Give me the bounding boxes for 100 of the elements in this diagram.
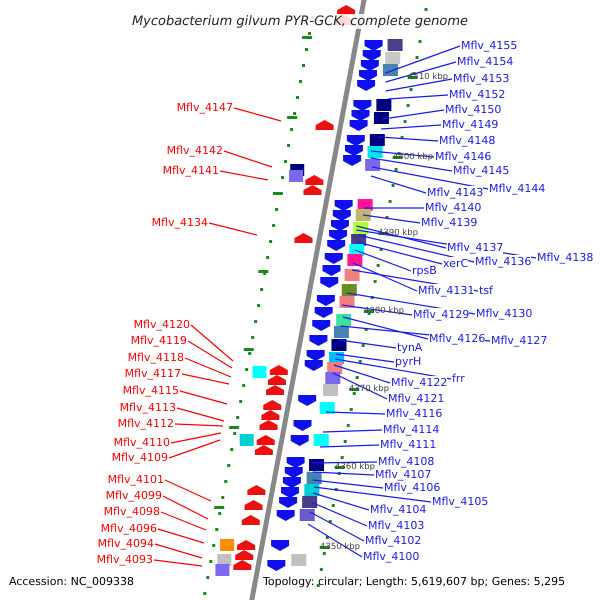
leader-line bbox=[372, 166, 488, 190]
leader-line bbox=[208, 222, 258, 236]
gene-label: Mflv_4153 bbox=[453, 72, 510, 85]
gene-label: Mflv_4110 bbox=[114, 436, 170, 449]
gene-label: Mflv_4114 bbox=[383, 423, 440, 436]
leader-line bbox=[354, 249, 412, 272]
gene-label: Mflv_4094 bbox=[98, 537, 154, 550]
gene-label: tynA bbox=[397, 341, 422, 354]
gene-label: Mflv_4150 bbox=[445, 103, 502, 116]
gene-label: Mflv_4138 bbox=[537, 251, 594, 264]
gene-label: Mflv_4130 bbox=[476, 307, 532, 320]
leader-line bbox=[168, 439, 220, 459]
leader-line bbox=[388, 94, 448, 100]
leader-line bbox=[312, 461, 378, 464]
gene-label: Mflv_4098 bbox=[104, 505, 160, 518]
leader-line bbox=[382, 109, 444, 120]
leader-line bbox=[190, 324, 234, 362]
leader-line bbox=[180, 390, 228, 405]
leader-line bbox=[154, 559, 202, 567]
gene-label: Mflv_4141 bbox=[162, 164, 219, 177]
leader-line bbox=[334, 364, 390, 384]
gene-label: Mflv_4134 bbox=[152, 216, 208, 229]
leader-line bbox=[334, 358, 452, 380]
leader-line bbox=[188, 340, 232, 369]
gene-label: Mflv_4126 bbox=[429, 332, 486, 345]
leader-line bbox=[385, 61, 456, 83]
gene-label: Mflv_4144 bbox=[489, 182, 546, 195]
leader-line bbox=[385, 45, 460, 74]
gene-label: Mflv_4099 bbox=[106, 489, 162, 502]
leader-line bbox=[338, 339, 396, 349]
gene-label: Mflv_4146 bbox=[435, 150, 492, 163]
gene-label: Mflv_4112 bbox=[118, 417, 174, 430]
gene-label: Mflv_4106 bbox=[384, 481, 440, 494]
gene-label: Mflv_4149 bbox=[442, 118, 498, 131]
leader-line bbox=[310, 511, 364, 542]
gene-label: Mflv_4116 bbox=[386, 407, 442, 420]
gene-label: Mflv_4137 bbox=[447, 241, 504, 254]
leader-line bbox=[308, 523, 362, 558]
gene-label: Mflv_4154 bbox=[457, 55, 514, 68]
leader-line bbox=[356, 241, 442, 265]
diagram-title: Mycobacterium gilvum PYR-GCK, complete genome bbox=[132, 14, 468, 29]
gene-label: xerC bbox=[443, 257, 468, 270]
leader-line bbox=[234, 107, 282, 122]
gene-label: Mflv_4111 bbox=[380, 438, 436, 451]
gene-label: Mflv_4105 bbox=[432, 495, 488, 508]
gene-label: Mflv_4139 bbox=[421, 216, 478, 229]
footer-text: Accession: NC_009338 bbox=[9, 575, 134, 588]
leader-line bbox=[364, 207, 424, 209]
gene-label: Mflv_4103 bbox=[368, 519, 424, 532]
gene-label: Mflv_4143 bbox=[427, 186, 484, 199]
scale-label: 4360 kbp bbox=[335, 462, 376, 472]
leader-line bbox=[386, 78, 452, 92]
gene-label: Mflv_4104 bbox=[370, 503, 426, 516]
gene-label: Mflv_4100 bbox=[363, 550, 420, 563]
leader-line bbox=[176, 407, 224, 422]
leader-line bbox=[164, 479, 212, 502]
gene-label: Mflv_4140 bbox=[425, 201, 482, 214]
leader-line bbox=[158, 528, 204, 544]
leader-line bbox=[342, 316, 428, 340]
gene-label: Mflv_4101 bbox=[108, 473, 164, 486]
leader-line bbox=[314, 486, 432, 503]
leader-line bbox=[358, 234, 474, 263]
gene-label: Mflv_4113 bbox=[120, 401, 176, 414]
leader-line bbox=[370, 175, 426, 194]
leader-line bbox=[224, 150, 272, 168]
leader-line bbox=[312, 479, 384, 489]
gene-label: Mflv_4136 bbox=[475, 255, 532, 268]
gene-label: Mflv_4148 bbox=[439, 134, 496, 147]
gene-label: Mflv_4119 bbox=[130, 334, 187, 347]
leader-line bbox=[162, 495, 208, 520]
gene-label: Mflv_4152 bbox=[449, 88, 506, 101]
gene-label: Mflv_4093 bbox=[96, 553, 153, 566]
gene-label: Mflv_4142 bbox=[166, 144, 223, 157]
leader-line bbox=[352, 262, 418, 292]
gene-label: Mflv_4117 bbox=[124, 367, 181, 380]
gene-label: Mflv_4107 bbox=[375, 468, 432, 481]
leader-line bbox=[326, 411, 386, 415]
gene-label: Mflv_4118 bbox=[128, 351, 184, 364]
leader-line bbox=[182, 373, 230, 385]
gene-label: Mflv_4127 bbox=[491, 334, 548, 347]
leader-line bbox=[322, 429, 382, 433]
leader-line bbox=[312, 471, 374, 476]
gene-label: Mflv_4121 bbox=[388, 392, 444, 405]
leader-line bbox=[332, 372, 388, 400]
leader-line bbox=[220, 170, 268, 181]
gene-label: Mflv_4115 bbox=[122, 384, 179, 397]
leader-line bbox=[362, 214, 420, 224]
gene-label: Mflv_4102 bbox=[365, 534, 422, 547]
leader-line bbox=[170, 432, 222, 444]
gene-label: Mflv_4109 bbox=[112, 451, 168, 464]
gene-label: Mflv_4155 bbox=[461, 39, 518, 52]
gene-label: Mflv_4108 bbox=[378, 455, 434, 468]
leader-line bbox=[380, 124, 442, 130]
footer-text: Topology: circular; Length: 5,619,607 bp; Genes: 5,295 bbox=[263, 575, 566, 588]
leader-line bbox=[154, 543, 202, 559]
leader-line bbox=[356, 225, 446, 249]
gene-label: frr bbox=[452, 372, 465, 385]
leader-line bbox=[160, 511, 206, 531]
gene-label: Mflv_4145 bbox=[453, 164, 510, 177]
gene-label: Mflv_4120 bbox=[134, 318, 190, 331]
